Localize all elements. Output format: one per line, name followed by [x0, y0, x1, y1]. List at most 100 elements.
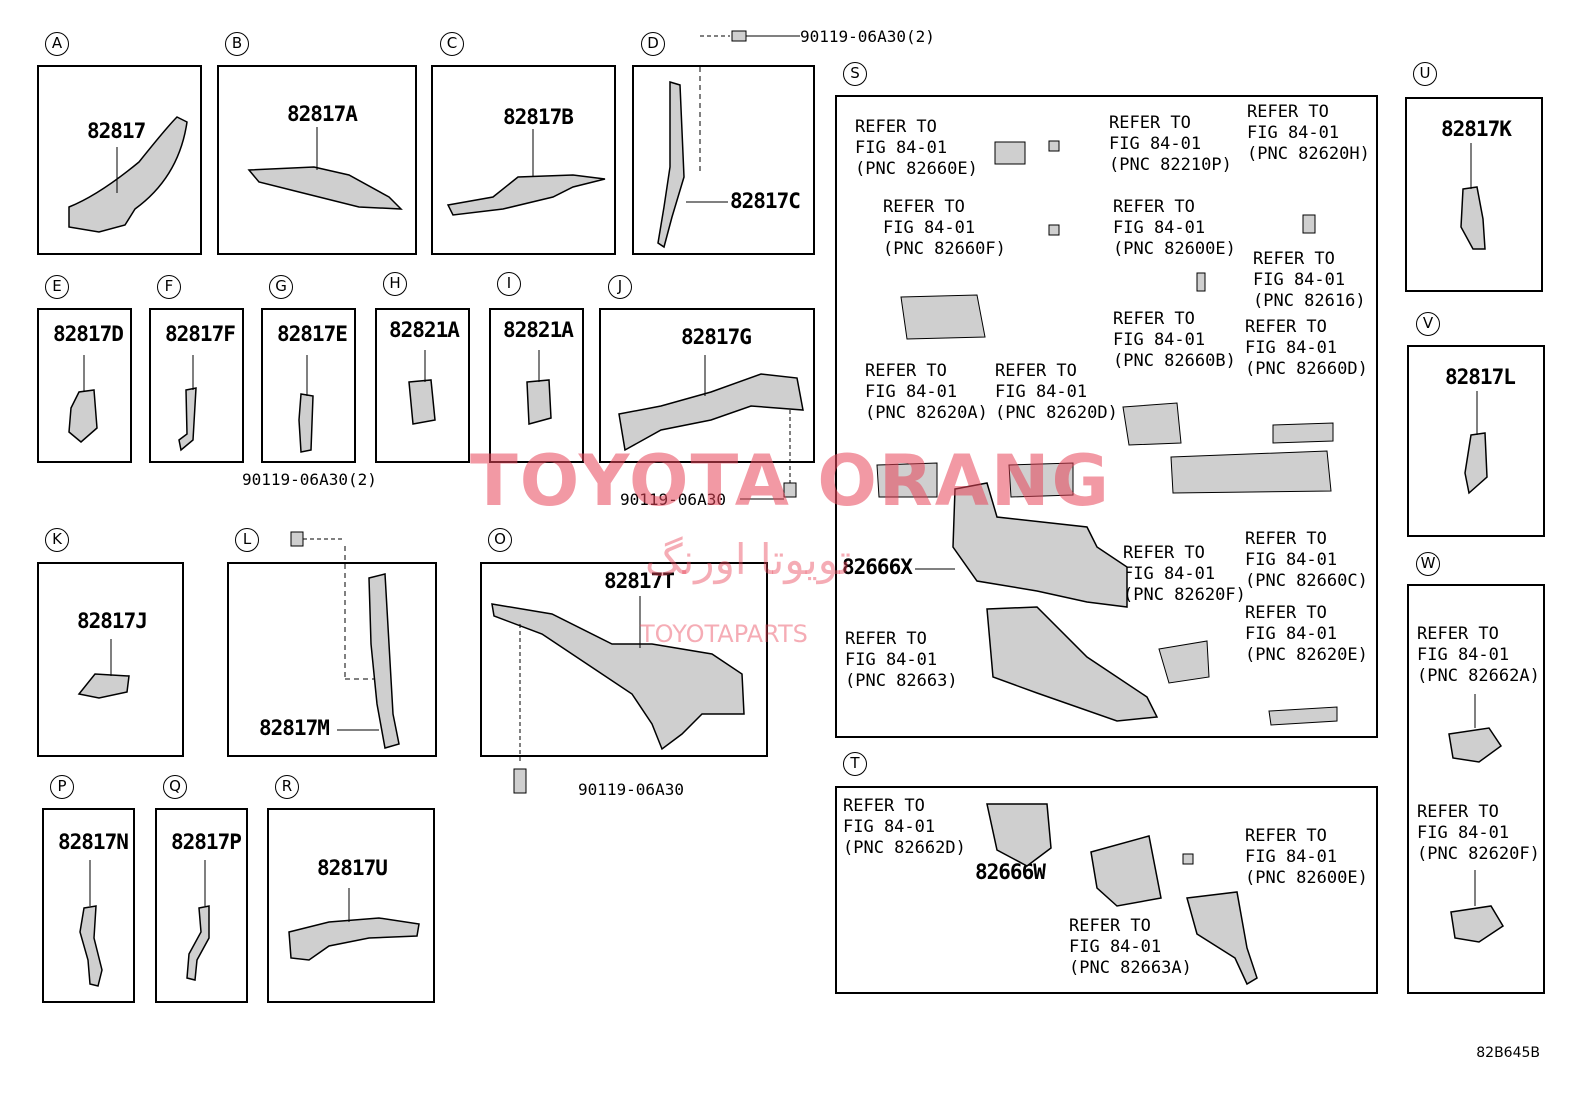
- panel-v-marker: V: [1416, 312, 1440, 336]
- watermark-main: TOYOTA ORANG: [470, 440, 1111, 522]
- part-label: 82817J: [77, 609, 148, 633]
- part-drawing-82817l: [1464, 391, 1488, 495]
- part-drawing-82666w: [986, 803, 1258, 986]
- panel-i-marker: I: [497, 272, 521, 296]
- part-drawing-82817k: [1460, 143, 1486, 250]
- part-label: 82821A: [503, 318, 574, 342]
- panel-t-marker: T: [843, 752, 867, 776]
- part-label: 82817T: [604, 569, 675, 593]
- part-label: 82817K: [1441, 117, 1512, 141]
- panel-h[interactable]: 82821A: [375, 308, 470, 463]
- panel-c[interactable]: 82817B: [431, 65, 616, 255]
- panel-q[interactable]: 82817P: [155, 808, 248, 1003]
- part-drawing-82817m: [337, 546, 400, 749]
- part-label: 82817A: [287, 102, 358, 126]
- panel-r-marker: R: [275, 775, 299, 799]
- part-label: 82817P: [171, 830, 242, 854]
- part-drawing-82666x: [876, 140, 1338, 726]
- part-label: 82817M: [259, 716, 330, 740]
- bolt-icon: [740, 410, 797, 500]
- panel-l-marker: L: [235, 528, 259, 552]
- panel-e-marker: E: [45, 275, 69, 299]
- panel-o[interactable]: 82817T: [480, 562, 768, 764]
- part-label: 82817E: [277, 322, 348, 346]
- part-label: 82817C: [730, 189, 801, 213]
- panel-a-marker: A: [45, 32, 69, 56]
- part-drawing-82817j: [77, 639, 130, 699]
- panel-b[interactable]: 82817A: [217, 65, 417, 255]
- panel-f-marker: F: [157, 275, 181, 299]
- panel-j[interactable]: 82817G: [599, 308, 815, 463]
- part-drawing-82817e: [298, 355, 314, 453]
- part-label: 82821A: [389, 318, 460, 342]
- panel-k-marker: K: [45, 528, 69, 552]
- panel-f[interactable]: 82817F: [149, 308, 244, 463]
- panel-l[interactable]: 82817M: [227, 546, 437, 757]
- part-label: 82817F: [165, 322, 236, 346]
- panel-o-marker: O: [488, 528, 512, 552]
- panel-u[interactable]: 82817K: [1405, 97, 1543, 292]
- part-drawing-refs: [1448, 694, 1505, 943]
- bolt-label-j: 90119-06A30: [620, 490, 726, 509]
- panel-g-marker: G: [269, 275, 293, 299]
- panel-s-marker: S: [843, 62, 867, 86]
- part-drawing-82817b: [446, 129, 606, 216]
- part-drawing-82817u: [288, 888, 420, 961]
- bolt-label-d: 90119-06A30(2): [800, 27, 935, 46]
- part-drawing-82817d: [68, 355, 98, 443]
- part-drawing-82817a: [247, 127, 403, 210]
- panel-i[interactable]: 82821A: [489, 308, 584, 463]
- part-label: 82817: [87, 119, 146, 143]
- bolt-icon: [290, 531, 345, 547]
- part-drawing-82817n: [79, 860, 103, 987]
- panel-a[interactable]: 82817: [37, 65, 202, 255]
- bolt-icon: [700, 30, 800, 42]
- panel-k[interactable]: 82817J: [37, 562, 184, 757]
- part-drawing-82817g: [618, 355, 804, 452]
- panel-d[interactable]: 82817C: [632, 65, 815, 255]
- panel-p[interactable]: 82817N: [42, 808, 135, 1003]
- panel-b-marker: B: [225, 32, 249, 56]
- part-label: 82817B: [503, 105, 574, 129]
- part-drawing-82821a: [408, 350, 436, 425]
- panel-u-marker: U: [1413, 62, 1437, 86]
- panel-d-marker: D: [641, 32, 665, 56]
- bolt-icon: [513, 768, 527, 794]
- part-label: 82817G: [681, 325, 752, 349]
- part-drawing-82817c: [657, 67, 728, 249]
- watermark-site: TOYOTAPARTS: [640, 620, 808, 648]
- part-drawing-82817p: [186, 860, 210, 981]
- part-drawing-82821a: [526, 350, 552, 425]
- part-label: 82666X: [842, 555, 913, 579]
- part-drawing-82817f: [178, 355, 197, 452]
- panel-e[interactable]: 82817D: [37, 308, 132, 463]
- panel-g[interactable]: 82817E: [261, 308, 356, 463]
- diagram-code: 82B645B: [1476, 1045, 1540, 1061]
- panel-r[interactable]: 82817U: [267, 808, 435, 1003]
- panel-v[interactable]: 82817L: [1407, 345, 1545, 537]
- panel-w-marker: W: [1416, 552, 1440, 576]
- bolt-label-h: 90119-06A30(2): [242, 470, 377, 489]
- part-label: 82817U: [317, 856, 388, 880]
